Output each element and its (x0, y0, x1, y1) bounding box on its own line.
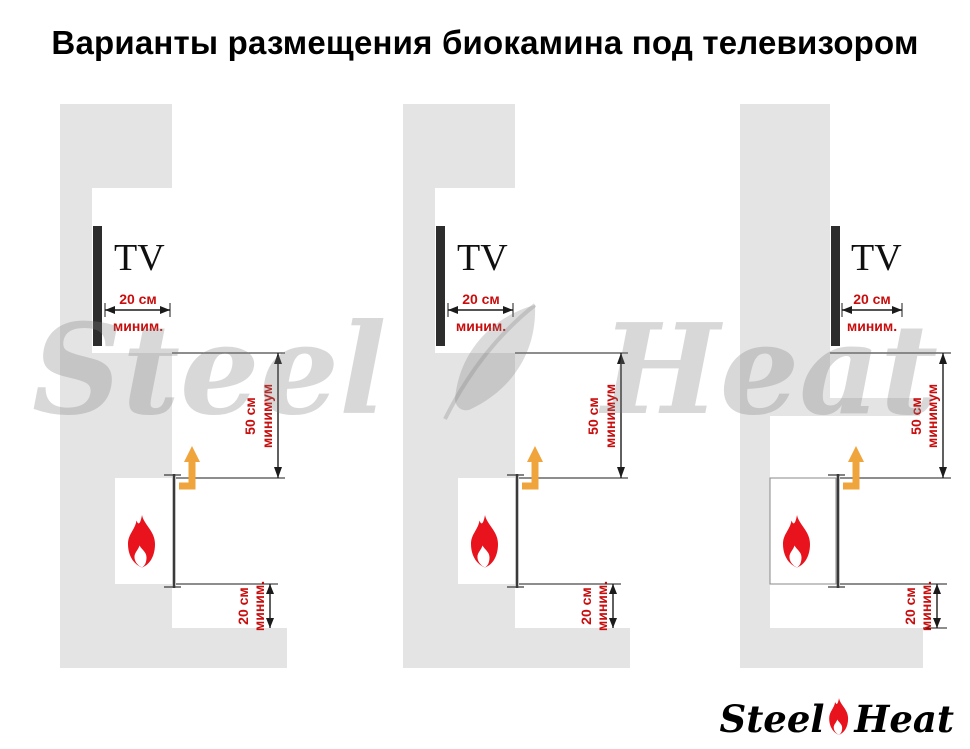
svg-text:миним.: миним. (456, 318, 506, 334)
svg-text:50 см: 50 см (908, 397, 924, 435)
logo-heat-text: Heat (854, 697, 954, 741)
placement-variant-1: TV 20 см миним. 50 см минимум (60, 104, 287, 668)
tv-label: TV (851, 237, 902, 279)
tv-label: TV (457, 237, 508, 279)
svg-text:20 см: 20 см (462, 291, 500, 307)
wall-profile (403, 104, 630, 668)
dimension-tv-to-fireplace: 50 см минимум (515, 352, 628, 479)
tv-screen (93, 226, 102, 346)
svg-text:миним.: миним. (918, 581, 934, 631)
tv-label: TV (114, 237, 165, 279)
logo-steel-text: Steel (719, 697, 825, 741)
svg-text:20 см: 20 см (853, 291, 891, 307)
fireplace (783, 474, 845, 588)
dimension-tv-clearance: 20 см миним. (841, 291, 903, 334)
svg-text:миним.: миним. (594, 581, 610, 631)
svg-text:миним.: миним. (113, 318, 163, 334)
dimension-tv-to-fireplace: 50 см минимум (830, 352, 951, 479)
svg-text:минимум: минимум (924, 384, 940, 448)
svg-text:20 см: 20 см (578, 587, 594, 625)
flame-icon (128, 515, 155, 568)
dimension-tv-clearance: 20 см миним. (104, 291, 171, 334)
flame-icon (471, 515, 498, 568)
svg-text:20 см: 20 см (902, 587, 918, 625)
placement-variant-2: TV 20 см миним. 50 см минимум (403, 104, 630, 668)
heat-flow-arrow-icon (522, 446, 543, 490)
svg-text:50 см: 50 см (242, 397, 258, 435)
svg-text:миним.: миним. (847, 318, 897, 334)
svg-text:20 см: 20 см (235, 587, 251, 625)
page-title: Варианты размещения биокамина под телеви… (51, 24, 919, 61)
svg-text:50 см: 50 см (585, 397, 601, 435)
tv-screen (436, 226, 445, 346)
dimension-tv-clearance: 20 см миним. (447, 291, 514, 334)
tv-screen (831, 226, 840, 346)
fireplace (471, 474, 524, 588)
svg-text:20 см: 20 см (119, 291, 157, 307)
flame-icon (783, 515, 810, 568)
heat-flow-arrow-icon (179, 446, 200, 490)
dimension-fireplace-to-base: 20 см миним. (519, 581, 621, 631)
logo-flame-icon (829, 698, 849, 735)
placement-variant-3: TV 20 см миним. 50 см минимум (740, 104, 951, 668)
dimension-fireplace-to-base: 20 см миним. (840, 581, 947, 631)
wall-profile (740, 104, 923, 668)
fireplace (128, 474, 181, 588)
svg-text:минимум: минимум (602, 384, 618, 448)
svg-text:миним.: миним. (251, 581, 267, 631)
wall-profile (60, 104, 287, 668)
dimension-fireplace-to-base: 20 см миним. (176, 581, 278, 631)
svg-text:минимум: минимум (259, 384, 275, 448)
heat-flow-arrow-icon (843, 446, 864, 490)
brand-logo: Steel Heat (719, 697, 954, 741)
